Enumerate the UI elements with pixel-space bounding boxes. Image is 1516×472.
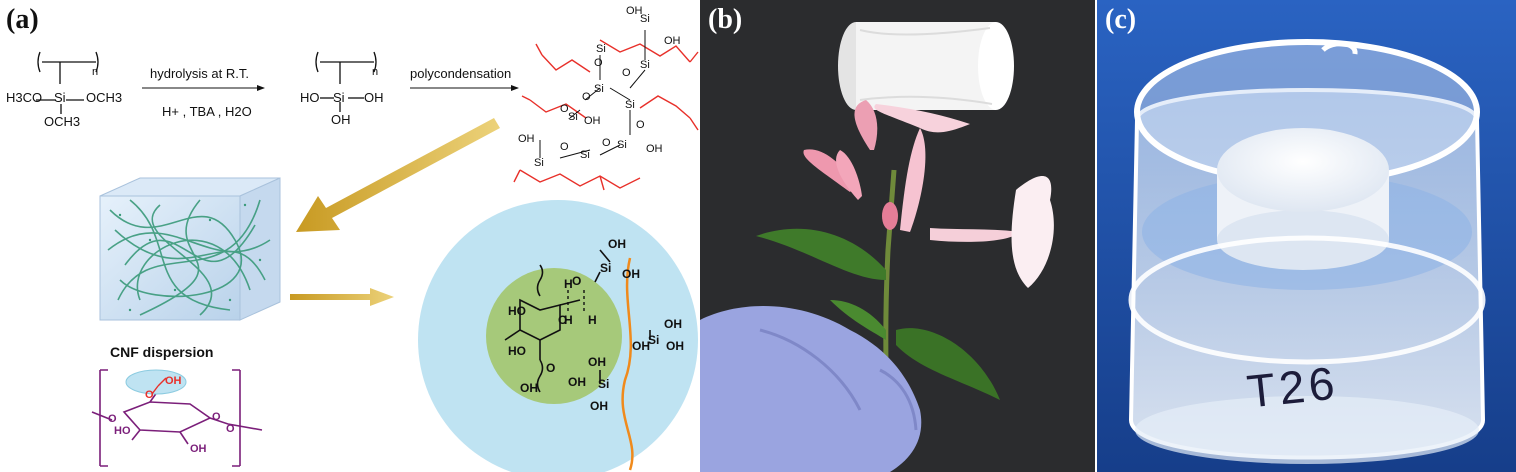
panel-c-photo: T26 (c) bbox=[1097, 0, 1516, 472]
cnf-o-3: O bbox=[226, 423, 235, 435]
net-oh-5: OH bbox=[518, 133, 535, 145]
gold-diagonal-arrow bbox=[296, 118, 500, 232]
leaf-right bbox=[896, 328, 1000, 400]
int-o-1: O bbox=[558, 313, 567, 327]
net-si-9: Si bbox=[534, 157, 544, 169]
int-si-1: Si bbox=[600, 261, 611, 275]
int-ho-2: HO bbox=[508, 344, 526, 358]
monomer-right-group: OCH3 bbox=[86, 90, 123, 105]
cnf-dispersion-label: CNF dispersion bbox=[110, 344, 214, 360]
net-si-3: Si bbox=[640, 59, 650, 71]
monomer-n: n bbox=[92, 66, 99, 78]
cnf-oh: OH bbox=[190, 443, 207, 455]
polycondensation-label: polycondensation bbox=[410, 66, 512, 81]
net-o-7: O bbox=[560, 141, 569, 153]
cnf-o-1: O bbox=[108, 413, 117, 425]
net-o-6: O bbox=[602, 137, 611, 149]
silanol-ho: HO bbox=[300, 90, 320, 105]
int-oh-6: OH bbox=[588, 355, 606, 369]
interface-circle: HO HO O O O H H H Si Si Si OH OH OH OH O… bbox=[418, 200, 698, 472]
net-o-4: O bbox=[636, 119, 645, 131]
int-oh-4: OH bbox=[666, 339, 684, 353]
cnf-ho: HO bbox=[114, 425, 131, 437]
aerogel-cylinder bbox=[838, 22, 1014, 110]
panel-a-scheme: (a) bbox=[0, 0, 700, 472]
net-si-7: Si bbox=[617, 139, 627, 151]
gloved-hand bbox=[700, 306, 922, 472]
net-si-2: Si bbox=[640, 13, 650, 25]
int-oh-3: OH bbox=[664, 317, 682, 331]
int-h-2: H bbox=[588, 313, 597, 327]
panel-b-label: (b) bbox=[708, 4, 743, 35]
int-si-2: Si bbox=[648, 333, 659, 347]
jar-photo bbox=[1097, 0, 1516, 472]
hydrolysis-conditions: H+ , TBA , H2O bbox=[162, 104, 252, 119]
net-o-1: O bbox=[594, 57, 603, 69]
jar-label-text: T26 bbox=[1244, 356, 1341, 418]
net-oh-4: OH bbox=[646, 143, 663, 155]
panel-c-label: (c) bbox=[1105, 4, 1137, 35]
monomer-bottom-group: OCH3 bbox=[44, 114, 81, 129]
net-si-6: Si bbox=[568, 111, 578, 123]
net-oh-1: OH bbox=[626, 5, 643, 17]
net-si-8: Si bbox=[580, 149, 590, 161]
net-si-5: Si bbox=[625, 99, 635, 111]
int-si-3: Si bbox=[598, 377, 609, 391]
panel-b-photo: (b) bbox=[700, 0, 1095, 472]
int-oh-5: OH bbox=[632, 339, 650, 353]
int-ho-1: HO bbox=[508, 304, 526, 318]
net-o-3: O bbox=[582, 91, 591, 103]
cnf-glucose-unit: OH O O O O HO OH bbox=[91, 369, 263, 467]
monomer-si: Si bbox=[54, 90, 66, 105]
cnf-o-red: O bbox=[145, 389, 154, 401]
net-si-4: Si bbox=[594, 83, 604, 95]
cnf-cube bbox=[99, 177, 281, 321]
int-oh-2: OH bbox=[622, 267, 640, 281]
monomer-structure bbox=[36, 51, 99, 114]
silanol-oh-right: OH bbox=[364, 90, 384, 105]
silanol-si: Si bbox=[333, 90, 345, 105]
net-oh-3: OH bbox=[584, 115, 601, 127]
net-o-5: O bbox=[560, 103, 569, 115]
int-h-1: H bbox=[564, 313, 573, 327]
int-o-2: O bbox=[572, 274, 581, 288]
panel-a-label: (a) bbox=[6, 4, 39, 35]
scheme-graphics: Si Si Si Si Si Si Si Si Si OH OH OH OH O… bbox=[36, 5, 699, 472]
aerogel-disc bbox=[1217, 128, 1389, 270]
pink-flowers bbox=[803, 100, 1054, 288]
int-oh-7: OH bbox=[568, 375, 586, 389]
net-o-2: O bbox=[622, 67, 631, 79]
siloxane-network: Si Si Si Si Si Si Si Si Si OH OH OH OH O… bbox=[513, 5, 699, 191]
silanol-structure bbox=[315, 51, 377, 112]
int-o-3: O bbox=[546, 361, 555, 375]
monomer-left-group: H3CO bbox=[6, 90, 43, 105]
silanol-oh-bottom: OH bbox=[331, 112, 351, 127]
flower-photo bbox=[700, 0, 1095, 472]
gold-horizontal-arrow bbox=[290, 288, 394, 306]
int-oh-9: OH bbox=[520, 381, 538, 395]
net-si-1: Si bbox=[596, 43, 606, 55]
cnf-o-2: O bbox=[212, 411, 221, 423]
int-oh-1: OH bbox=[608, 237, 626, 251]
net-oh-2: OH bbox=[664, 35, 681, 47]
silanol-n: n bbox=[372, 66, 379, 78]
cnf-oh-red: OH bbox=[165, 375, 182, 387]
leaf-left bbox=[756, 228, 886, 280]
hydrolysis-label: hydrolysis at R.T. bbox=[150, 66, 249, 81]
int-oh-8: OH bbox=[590, 399, 608, 413]
int-h-3: H bbox=[564, 277, 573, 291]
